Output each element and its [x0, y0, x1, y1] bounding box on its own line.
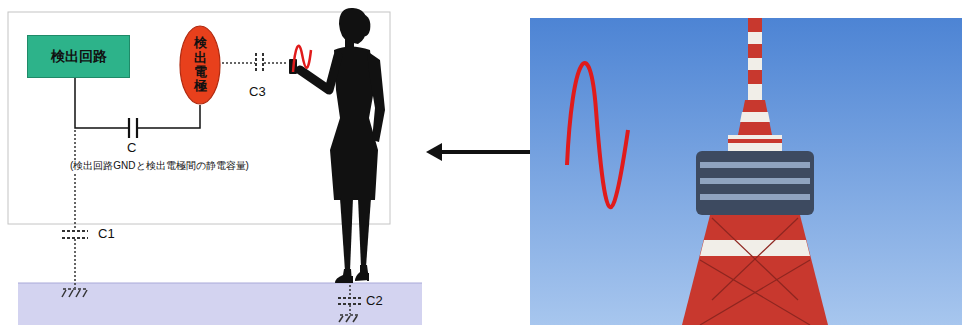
tower-photo — [530, 18, 962, 325]
electrode-label: 検出電極 — [194, 36, 207, 93]
small-wave — [293, 46, 311, 72]
capacitance-label: C1 — [98, 226, 115, 242]
capacitance-label: C — [127, 140, 136, 156]
capacitance-label: C3 — [249, 84, 266, 100]
c1-capacitor — [62, 130, 88, 297]
c-capacitor-symbol — [129, 118, 137, 138]
circuit-label: 検出回路 — [51, 48, 107, 65]
ground-band — [18, 283, 422, 325]
capacitance-note: (検出回路GNDと検出電極間の静電容量) — [68, 160, 251, 172]
device-panel — [8, 12, 390, 224]
person-arm — [300, 56, 338, 90]
c2-capacitor — [338, 285, 362, 322]
propagation-arrow — [438, 150, 540, 154]
detection-electrode: 検出電極 — [179, 25, 221, 105]
radio-wave — [567, 63, 628, 207]
capacitance-label: C2 — [366, 293, 383, 309]
ground-edge — [18, 283, 422, 284]
detection-circuit-box: 検出回路 — [27, 35, 130, 78]
c3-capacitor — [222, 53, 288, 73]
person-silhouette — [289, 8, 385, 283]
propagation-arrowhead — [426, 143, 442, 161]
